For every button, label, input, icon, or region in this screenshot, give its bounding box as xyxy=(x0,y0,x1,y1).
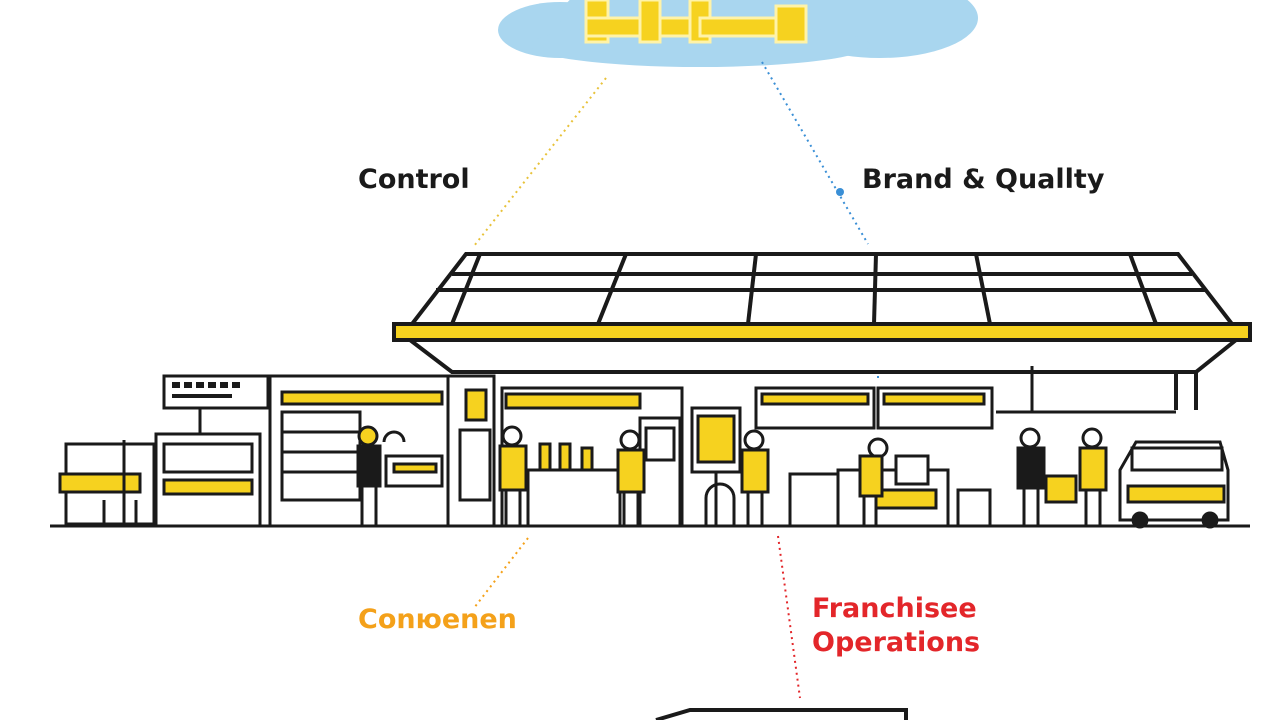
counter-icon xyxy=(446,374,742,528)
store-building-icon xyxy=(392,252,1252,410)
worker-icon xyxy=(356,425,1108,526)
worker-5 xyxy=(858,437,889,526)
cloud-icon xyxy=(498,0,978,67)
label-franchisee-line2: Operations xyxy=(812,627,981,658)
menu-board xyxy=(754,366,1176,528)
worker-3 xyxy=(616,429,646,526)
label-franchisee-operations: Franchisee Operations xyxy=(812,592,980,660)
logo-icon xyxy=(584,0,808,44)
connector-component xyxy=(473,537,529,609)
van-icon xyxy=(1118,440,1230,529)
worker-4 xyxy=(740,429,770,526)
customer-1 xyxy=(1016,427,1046,526)
connector-control xyxy=(473,77,607,247)
label-franchisee-line1: Franchisee xyxy=(812,593,977,624)
worker-2 xyxy=(498,425,528,526)
connector-franchisee xyxy=(777,535,801,699)
label-brand-quality: Brand & Quallty xyxy=(862,164,1105,195)
label-component: Conюenen xyxy=(358,604,517,635)
bottom-platform xyxy=(655,708,908,720)
customer-2 xyxy=(1078,427,1108,526)
kitchen-equipment xyxy=(58,374,452,528)
worker-1 xyxy=(356,425,382,526)
label-control: Control xyxy=(358,164,470,195)
connector-brand xyxy=(761,61,879,380)
